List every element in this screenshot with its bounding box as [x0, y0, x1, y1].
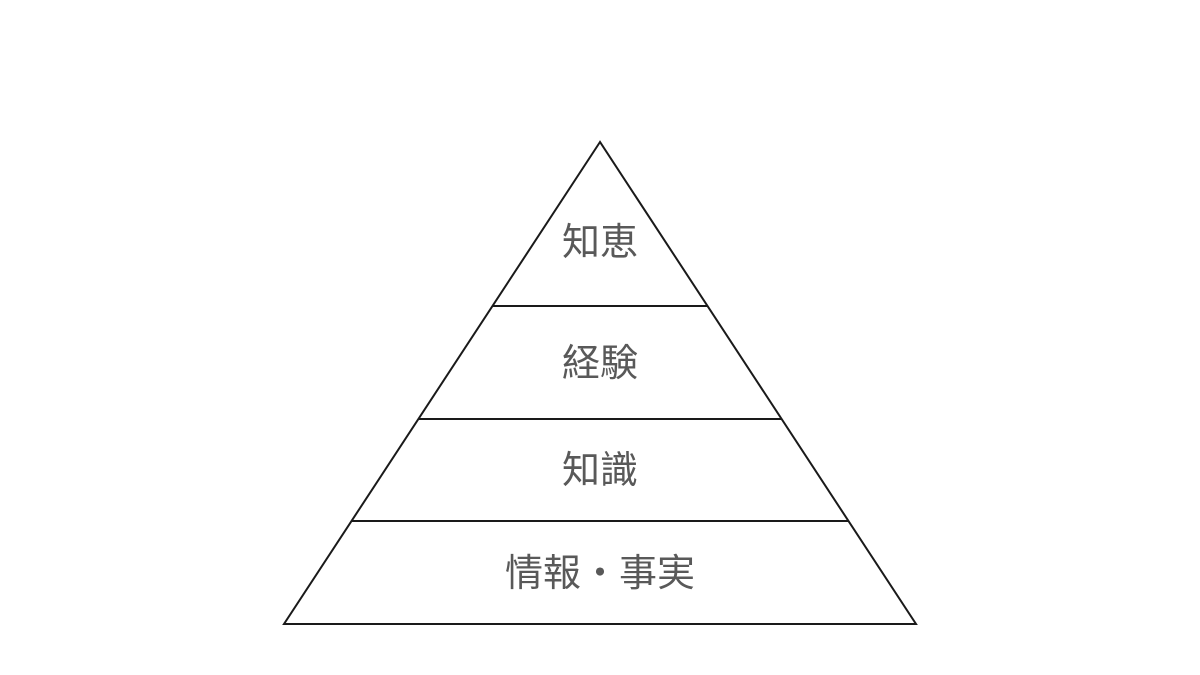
layer-label-wisdom: 知恵 — [562, 220, 638, 264]
layer-label-information-facts: 情報・事実 — [505, 551, 695, 595]
layer-label-experience: 経験 — [562, 341, 638, 385]
layer-label-knowledge: 知識 — [562, 448, 638, 492]
pyramid-outline — [282, 140, 918, 625]
